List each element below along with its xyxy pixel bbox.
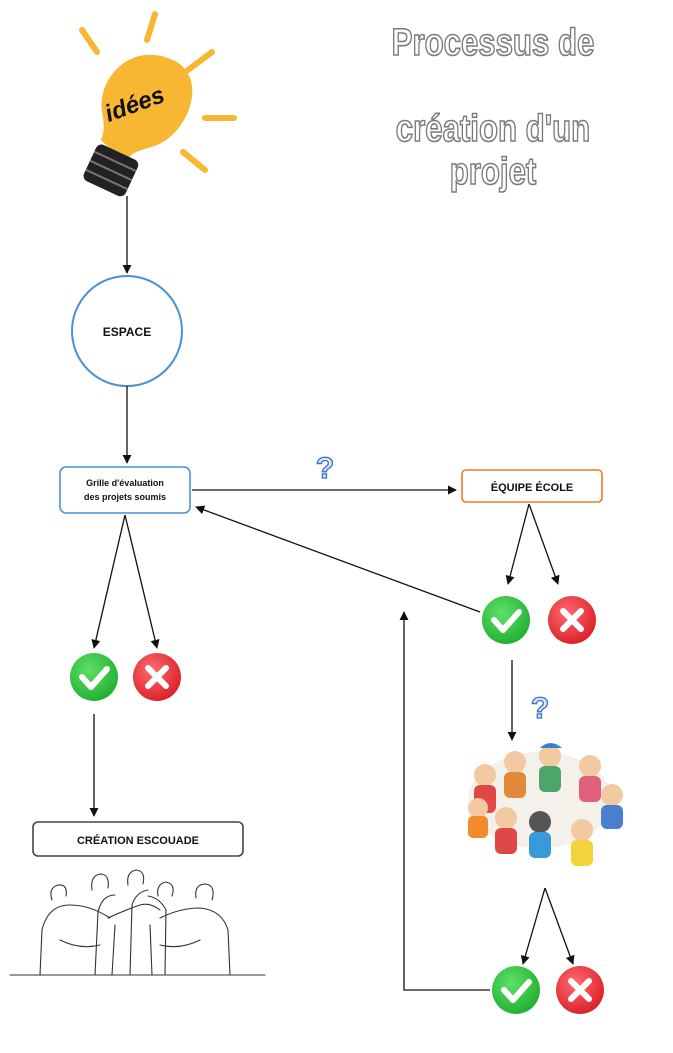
- arrow-grille-to-accept: [91, 514, 126, 649]
- equipe-ecole-node: ÉQUIPE ÉCOLE: [461, 469, 603, 503]
- arrow-equipe-to-reject: [528, 503, 560, 585]
- accept-check-icon: [482, 596, 530, 644]
- arrow-students-to-accept: [520, 887, 546, 965]
- creation-escouade-label: CRÉATION ESCOUADE: [77, 834, 199, 847]
- arrow-equipe-accept-to-grille: [195, 505, 481, 613]
- arrow-loop-back: [399, 611, 490, 991]
- title-line-2: création d'un projet: [395, 107, 591, 194]
- grille-label-line2: des projets soumis: [84, 492, 166, 502]
- title-line-1: Processus de: [391, 21, 595, 65]
- equipe-ecole-label: ÉQUIPE ÉCOLE: [491, 481, 574, 494]
- arrow-grille-to-reject: [124, 514, 160, 649]
- reject-cross-icon: [548, 596, 596, 644]
- creation-escouade-node: CRÉATION ESCOUADE: [32, 821, 244, 857]
- arrow-equipe-to-accept: [505, 503, 530, 585]
- accept-check-icon: [70, 653, 118, 701]
- question-mark-2: ?: [531, 692, 549, 725]
- accept-check-icon: [492, 966, 540, 1014]
- arrow-students-to-reject: [544, 887, 575, 965]
- students-circle-illustration: [468, 743, 623, 866]
- reject-cross-icon: [556, 966, 604, 1014]
- team-hands-illustration: [9, 869, 266, 976]
- espace-node: ESPACE: [71, 275, 183, 387]
- grille-label-line1: Grille d'évaluation: [86, 478, 164, 488]
- lightbulb-icon: idées: [79, 11, 237, 197]
- espace-label: ESPACE: [103, 325, 151, 339]
- question-mark-1: ?: [316, 452, 334, 485]
- reject-cross-icon: [133, 653, 181, 701]
- grille-node: Grille d'évaluation des projets soumis: [59, 466, 191, 514]
